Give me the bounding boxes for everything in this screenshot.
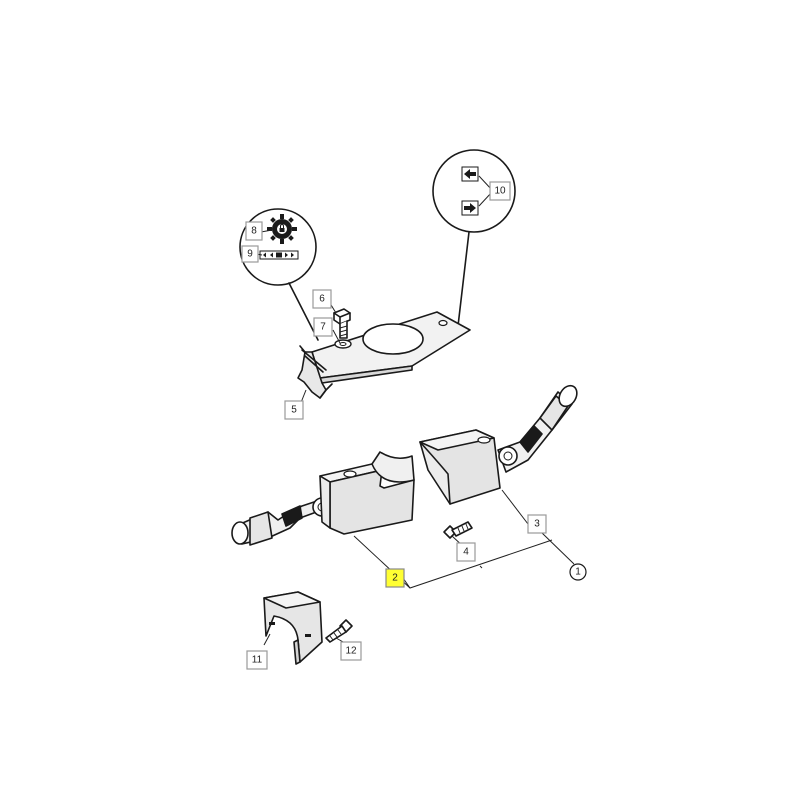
switch-half-left: [231, 451, 415, 546]
callout-5: 5: [284, 400, 304, 420]
direction-strip-decal-icon: [259, 250, 299, 260]
gear-lock-decal-icon: [267, 214, 297, 244]
svg-text:1: 1: [575, 567, 581, 578]
callout-10: 10: [489, 181, 511, 201]
svg-text:4: 4: [463, 547, 469, 558]
callout-3: 3: [527, 514, 547, 534]
svg-text:10: 10: [494, 186, 506, 197]
arrow-left-decal-icon: [461, 166, 479, 182]
svg-text:5: 5: [291, 405, 297, 416]
svg-text:12: 12: [345, 646, 357, 657]
callout-6: 6: [312, 289, 332, 309]
svg-text:6: 6: [319, 294, 325, 305]
callout-4: 4: [456, 542, 476, 562]
callout-2: 2: [385, 568, 405, 588]
callout-7: 7: [313, 317, 333, 337]
svg-text:2: 2: [392, 573, 398, 584]
screw-12: [325, 619, 353, 643]
svg-text:7: 7: [320, 322, 326, 333]
clamp-11: [263, 591, 323, 665]
detail-circle-arrows: [432, 149, 516, 327]
callout-9: 9: [241, 245, 259, 263]
svg-text:11: 11: [252, 655, 263, 666]
svg-text:9: 9: [247, 249, 253, 260]
bolt-and-washer: [333, 308, 352, 349]
callout-11: 11: [246, 650, 268, 670]
svg-text:3: 3: [534, 519, 540, 530]
callout-1: 1: [569, 563, 587, 581]
svg-text:8: 8: [251, 226, 257, 237]
screw-4: [443, 521, 473, 539]
arrow-right-decal-icon: [461, 200, 479, 216]
mounting-plate: [297, 311, 471, 399]
switch-half-right: [419, 384, 578, 505]
callout-12: 12: [340, 641, 362, 661]
callout-8: 8: [245, 221, 263, 241]
